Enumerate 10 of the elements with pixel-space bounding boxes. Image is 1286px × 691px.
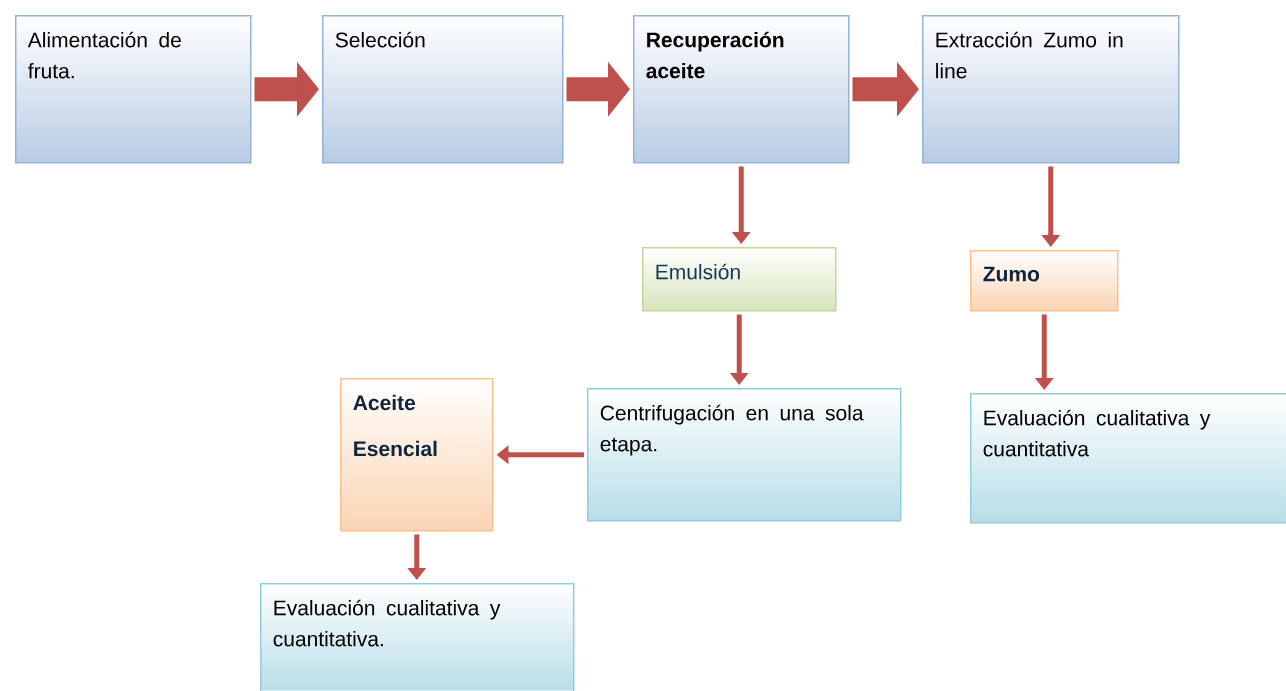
product-box: Zumo xyxy=(970,250,1119,312)
process-box: Recuperación aceite xyxy=(633,15,850,164)
result-box: Evaluación cualitativa y cuantitativa. xyxy=(260,583,575,691)
product-box: Emulsión xyxy=(642,247,837,312)
result-box: Evaluación cualitativa y cuantitativa xyxy=(970,393,1286,524)
process-box: Alimentación de fruta. xyxy=(15,15,252,164)
process-box: Selección xyxy=(322,15,564,164)
product-box: Aceite Esencial xyxy=(340,378,494,532)
process-box: Extracción Zumo in line xyxy=(922,15,1180,164)
process-box: Centrifugación en una sola etapa. xyxy=(587,388,902,522)
